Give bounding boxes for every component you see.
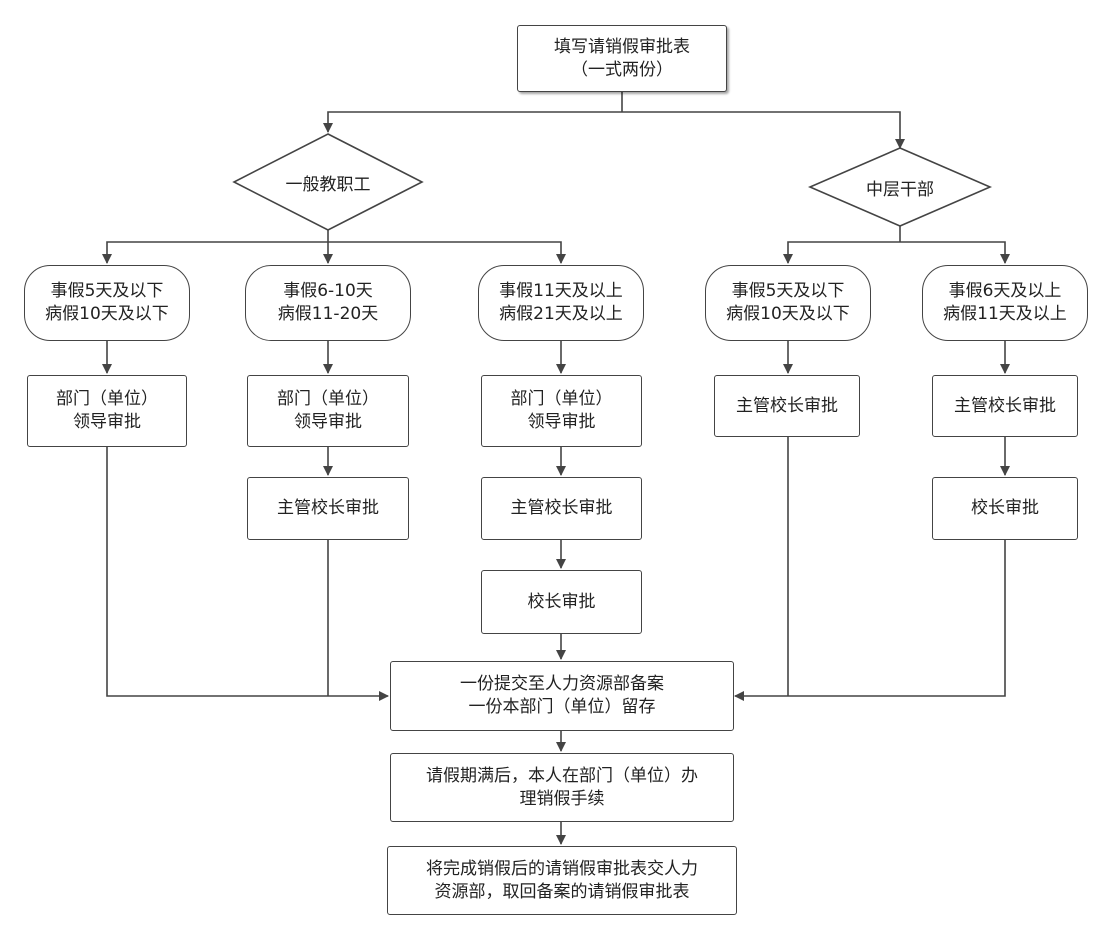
m2-supervising-principal-approval: 主管校长审批: [932, 375, 1078, 437]
g3-principal-label: 校长审批: [527, 591, 596, 612]
middle-condition-1-line2: 病假10天及以下: [726, 304, 850, 324]
general-condition-1-line1: 事假5天及以下: [50, 281, 164, 301]
general-condition-1-line2: 病假10天及以下: [45, 304, 169, 324]
m2-supervising-principal-label: 主管校长审批: [954, 395, 1056, 416]
g3-dept-approval-line2: 领导审批: [527, 412, 596, 432]
diamond-middle-cadre: [807, 147, 993, 227]
connector-start-to-general: [323, 111, 622, 133]
g2-dept-approval-line2: 领导审批: [294, 412, 362, 432]
leave-end-node: 请假期满后，本人在部门（单位）办 理销假手续: [390, 753, 734, 822]
g2-supervising-principal-approval: 主管校长审批: [247, 477, 409, 540]
g3-supervising-principal-approval: 主管校长审批: [481, 477, 642, 540]
middle-cadre-label: 中层干部: [866, 179, 934, 200]
g3-dept-approval-line1: 部门（单位）: [510, 389, 613, 409]
m2-principal-label: 校长审批: [971, 498, 1039, 518]
submit-node: 一份提交至人力资源部备案 一份本部门（单位）留存: [390, 661, 734, 731]
connector-m2-principal-to-submit: [734, 540, 1006, 701]
general-condition-2-line2: 病假11-20天: [277, 304, 379, 324]
middle-condition-1-line1: 事假5天及以下: [731, 281, 845, 301]
middle-condition-1: 事假5天及以下 病假10天及以下: [705, 265, 871, 341]
g1-dept-approval: 部门（单位） 领导审批: [27, 375, 187, 447]
leave-end-line1: 请假期满后，本人在部门（单位）办: [426, 765, 698, 786]
m1-supervising-principal-approval: 主管校长审批: [714, 375, 860, 437]
final-node: 将完成销假后的请销假审批表交人力 资源部，取回备案的请销假审批表: [387, 846, 737, 915]
connector-start-to-middle: [622, 111, 905, 149]
submit-line2: 一份本部门（单位）留存: [468, 697, 656, 717]
start-line2: （一式两份）: [571, 59, 673, 80]
connector-middle-to-cond2: [900, 241, 1010, 264]
g2-dept-approval-line1: 部门（单位）: [277, 389, 379, 409]
g3-dept-approval: 部门（单位） 领导审批: [481, 375, 642, 447]
g1-dept-approval-line2: 领导审批: [73, 412, 141, 432]
g2-supervising-principal-label: 主管校长审批: [277, 498, 379, 518]
general-condition-3-line2: 病假21天及以上: [499, 304, 623, 324]
g2-dept-approval: 部门（单位） 领导审批: [247, 375, 409, 447]
general-condition-2: 事假6-10天 病假11-20天: [245, 265, 411, 341]
general-staff-label: 一般教职工: [285, 174, 371, 195]
middle-condition-2-line1: 事假6天及以上: [948, 281, 1062, 301]
connector-general-to-cond3: [328, 241, 566, 264]
m2-principal-approval: 校长审批: [932, 477, 1078, 540]
start-line1: 填写请销假审批表: [554, 36, 690, 57]
start-node: 填写请销假审批表 （一式两份）: [517, 25, 727, 92]
connector-middle-to-cond1: [783, 241, 900, 264]
general-condition-3: 事假11天及以上 病假21天及以上: [478, 265, 644, 341]
general-condition-1: 事假5天及以下 病假10天及以下: [24, 265, 190, 341]
final-line2: 资源部，取回备案的请销假审批表: [434, 881, 690, 902]
submit-line1: 一份提交至人力资源部备案: [460, 674, 664, 694]
middle-condition-2: 事假6天及以上 病假11天及以上: [922, 265, 1088, 341]
g3-supervising-principal-label: 主管校长审批: [510, 498, 613, 518]
leave-end-line2: 理销假手续: [519, 788, 605, 809]
diamond-general-staff: [232, 133, 424, 231]
g1-dept-approval-line1: 部门（单位）: [56, 389, 158, 409]
g3-principal-approval: 校长审批: [481, 570, 642, 634]
final-line1: 将完成销假后的请销假审批表交人力: [426, 858, 698, 879]
m1-supervising-principal-label: 主管校长审批: [736, 395, 838, 416]
general-condition-3-line1: 事假11天及以上: [499, 281, 623, 301]
connector-general-to-cond1: [102, 241, 328, 264]
middle-condition-2-line2: 病假11天及以上: [943, 304, 1067, 324]
connector-g1-dept-to-submit: [106, 447, 389, 701]
general-condition-2-line1: 事假6-10天: [283, 281, 373, 301]
